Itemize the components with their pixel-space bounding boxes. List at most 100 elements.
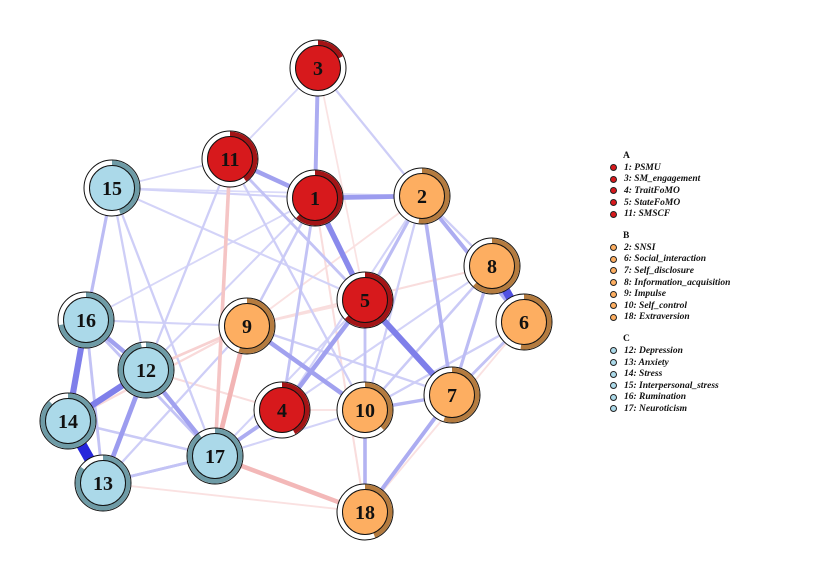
edge-3-5: [317, 67, 366, 301]
legend-item-label: 16: Rumination: [624, 392, 687, 403]
predictability-arc-14: [40, 393, 96, 449]
legend-group-title: A: [623, 151, 630, 161]
predictability-arc-7: [443, 367, 480, 423]
legend-item: 5: StateFoMO: [607, 197, 730, 209]
legend-swatch-icon: [610, 370, 617, 378]
edge-1-12: [145, 197, 316, 371]
legend-item: 4: TraitFoMO: [607, 185, 730, 197]
node-12[interactable]: 12: [117, 341, 175, 399]
legend-item-label: 14: Stress: [624, 369, 663, 380]
legend-item-label: 6: Social_interaction: [624, 254, 707, 265]
legend-item-label: 8: Information_acquisition: [624, 277, 731, 288]
node-label-13: 13: [93, 473, 113, 495]
node-4[interactable]: 4: [253, 381, 311, 439]
legend-swatch-icon: [610, 405, 617, 413]
legend-item: 15: Interpersonal_stress: [607, 380, 730, 392]
legend-swatch-icon: [610, 302, 617, 310]
edge-2-9: [246, 195, 423, 327]
edge-1-15: [111, 186, 316, 200]
edge-1-16: [85, 197, 316, 321]
node-label-14: 14: [58, 411, 78, 433]
predictability-arc-16: [58, 292, 114, 348]
predictability-arc-11: [229, 131, 258, 182]
legend-item-label: 1: PSMU: [624, 162, 661, 173]
node-9[interactable]: 9: [218, 297, 276, 355]
edge-8-4: [281, 265, 493, 411]
legend-swatch-icon: [610, 359, 617, 367]
node-label-2: 2: [417, 186, 427, 208]
node-label-17: 17: [205, 446, 225, 468]
node-label-8: 8: [487, 256, 497, 278]
legend-swatch-icon: [610, 382, 617, 390]
legend-item: 2: SNSI: [607, 242, 730, 254]
legend-item-label: 4: TraitFoMO: [624, 185, 680, 196]
legend-swatch-icon: [610, 313, 617, 321]
node-7[interactable]: 7: [423, 366, 481, 424]
node-11[interactable]: 11: [201, 130, 259, 188]
node-label-6: 6: [519, 312, 529, 334]
legend-swatch-icon: [610, 210, 617, 218]
node-13[interactable]: 13: [74, 454, 132, 512]
legend-item: 18: Extraversion: [607, 312, 730, 324]
edge-8-10: [364, 265, 493, 411]
node-5[interactable]: 5: [336, 271, 394, 329]
node-8[interactable]: 8: [463, 237, 521, 295]
legend-item-label: 13: Anxiety: [624, 357, 669, 368]
node-14[interactable]: 14: [39, 392, 97, 450]
node-label-5: 5: [360, 290, 370, 312]
predictability-arc-10: [364, 382, 393, 431]
legend-swatch-icon: [610, 244, 617, 252]
node-15[interactable]: 15: [83, 159, 141, 217]
legend-group-title: C: [623, 334, 630, 345]
predictability-arc-13: [75, 455, 131, 511]
edge-11-17: [213, 158, 232, 457]
predictability-arc-17: [187, 428, 243, 484]
node-label-16: 16: [76, 310, 96, 332]
legend-swatch-icon: [610, 393, 617, 401]
legend-item: 17: Neuroticism: [607, 403, 730, 415]
node-label-10: 10: [355, 400, 375, 422]
legend-item: 11: SMSCF: [607, 208, 730, 220]
node-label-1: 1: [310, 188, 320, 210]
legend-swatch-icon: [610, 187, 617, 195]
legend-item-label: 18: Extraversion: [624, 312, 690, 323]
legend-item: 7: Self_disclosure: [607, 265, 730, 277]
edge-13-18: [102, 482, 366, 513]
predictability-arc-15: [111, 160, 140, 215]
legend-swatch-icon: [610, 347, 617, 355]
predictability-arc-1: [296, 170, 343, 226]
node-6[interactable]: 6: [495, 293, 553, 351]
legend-item-label: 12: Depression: [624, 345, 683, 356]
node-1[interactable]: 1: [286, 169, 344, 227]
predictability-arc-3: [317, 40, 343, 59]
edge-11-12: [144, 158, 232, 371]
legend-item-label: 9: Impulse: [624, 289, 666, 300]
node-10[interactable]: 10: [336, 381, 394, 439]
node-18[interactable]: 18: [336, 483, 394, 541]
legend-item: 13: Anxiety: [607, 357, 730, 369]
legend-swatch-icon: [610, 267, 617, 275]
legend-item: 14: Stress: [607, 368, 730, 380]
predictability-arc-12: [118, 342, 174, 398]
legend-item: 3: SM_engagement: [607, 174, 730, 186]
node-16[interactable]: 16: [57, 291, 115, 349]
legend-swatch-icon: [610, 290, 617, 298]
edge-11-5: [228, 158, 367, 301]
node-label-4: 4: [277, 400, 287, 422]
predictability-arc-4: [281, 382, 310, 435]
legend-item: 10: Self_control: [607, 300, 730, 312]
edge-11-10: [228, 158, 367, 411]
edge-1-18: [313, 197, 367, 513]
legend-item-label: 3: SM_engagement: [624, 174, 701, 185]
legend-swatch-icon: [610, 199, 617, 207]
node-17[interactable]: 17: [186, 427, 244, 485]
node-3[interactable]: 3: [289, 39, 347, 97]
predictability-arc-8: [473, 238, 520, 294]
edge-2-10: [363, 195, 424, 411]
node-label-12: 12: [136, 360, 156, 382]
node-2[interactable]: 2: [393, 167, 451, 225]
